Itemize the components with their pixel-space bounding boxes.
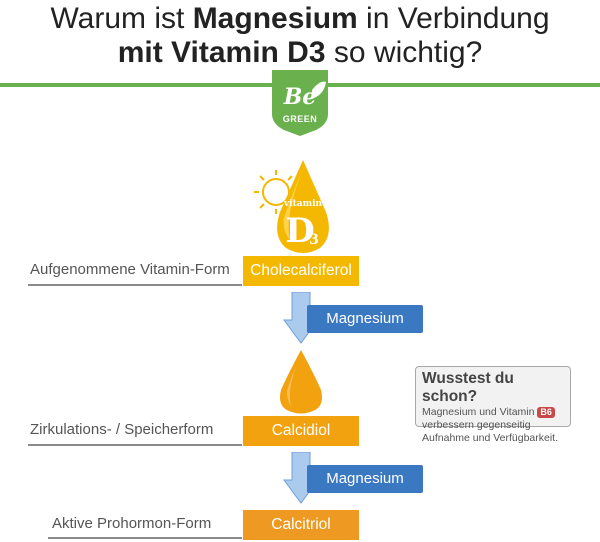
form-box-2: Calcidiol xyxy=(243,416,359,446)
side-label-1: Aufgenommene Vitamin-Form xyxy=(30,261,230,278)
side-label-2: Zirkulations- / Speicherform xyxy=(30,421,214,438)
title-line-1-post: in Verbindung xyxy=(357,2,550,35)
title-line-2-post: so wichtig? xyxy=(325,36,483,69)
be-green-logo xyxy=(272,70,328,136)
page-title: Warum ist Magnesium in Verbindung mit Vi… xyxy=(0,2,600,70)
side-label-3: Aktive Prohormon-Form xyxy=(52,515,212,532)
info-line-1: Magnesium und Vitamin B6 xyxy=(422,406,570,419)
title-line-1: Warum ist Magnesium in Verbindung xyxy=(0,2,600,36)
form-box-1: Cholecalciferol xyxy=(243,256,359,286)
info-line-3: Aufnahme und Verfügbarkeit. xyxy=(422,432,559,444)
title-line-1-bold: Magnesium xyxy=(192,2,358,35)
drop-subscript: 3 xyxy=(309,232,319,248)
did-you-know-box: Wusstest du schon? Magnesium und Vitamin… xyxy=(415,366,571,444)
logo-mark: Be xyxy=(283,84,317,110)
magnesium-tag-2: Magnesium xyxy=(307,465,423,493)
leaf-icon xyxy=(312,81,326,98)
side-line-3 xyxy=(48,537,242,539)
form-box-3: Calcitriol xyxy=(243,510,359,540)
title-line-2: mit Vitamin D3 so wichtig? xyxy=(0,36,600,70)
magnesium-tag-1: Magnesium xyxy=(307,305,423,333)
info-line-1-text: Magnesium und Vitamin xyxy=(422,406,538,418)
side-line-1 xyxy=(28,284,242,286)
drop-letter: D xyxy=(285,211,314,251)
logo-word: GREEN xyxy=(282,114,318,124)
title-line-2-bold: mit Vitamin D3 xyxy=(117,36,326,69)
side-line-2 xyxy=(28,444,242,446)
drop-word: vitamin xyxy=(283,199,323,209)
calcidiol-drop xyxy=(280,350,322,414)
info-line-2: verbessern gegenseitig xyxy=(422,419,531,431)
info-title: Wusstest du schon? xyxy=(422,370,514,405)
vitamin-b6-badge: B6 xyxy=(537,407,555,418)
title-line-1-pre: Warum ist xyxy=(50,2,193,35)
vitamin-d3-drop: vitamin D 3 xyxy=(254,160,329,253)
